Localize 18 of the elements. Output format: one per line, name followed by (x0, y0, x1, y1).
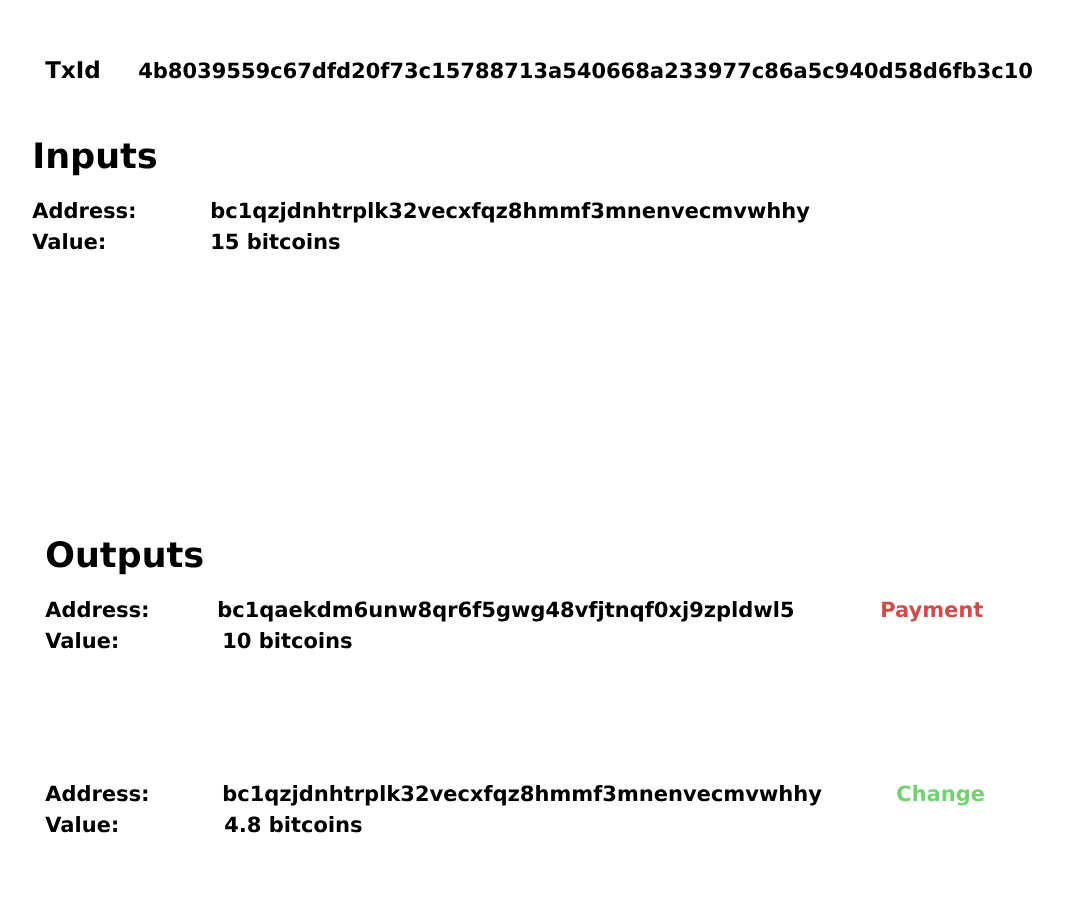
address-text: bc1qzjdnhtrplk32vecxfqz8hmmf3mnenvecmvwhhy (211, 202, 810, 223)
field-label: TxId (45, 60, 99, 79)
status-label: Change (897, 785, 984, 806)
value-text: 15 bitcoins (212, 233, 340, 250)
field-label: Value: (45, 816, 117, 833)
field-label: Value: (32, 233, 104, 250)
field-label: Value: (45, 632, 117, 649)
value-text: 10 bitcoins (224, 632, 352, 649)
address-text: bc1qaekdm6unw8qr6f5gwg48vfjtnqf0xj9zpldwl5 (218, 601, 794, 622)
address-text: bc1qzjdnhtrplk32vecxfqz8hmmf3mnenvecmvwhhy (223, 785, 822, 806)
hash-text: 4b8039559c67dfd20f73c15788713a540668a233977c86a5c940d58d6fb3c10 (139, 62, 1032, 79)
status-label: Payment (882, 601, 983, 622)
section-heading: Outputs (46, 541, 203, 575)
field-label: Address: (32, 202, 135, 219)
field-label: Address: (45, 601, 148, 618)
value-text: 4.8 bitcoins (225, 816, 362, 833)
section-heading: Inputs (35, 142, 157, 176)
field-label: Address: (45, 785, 148, 802)
